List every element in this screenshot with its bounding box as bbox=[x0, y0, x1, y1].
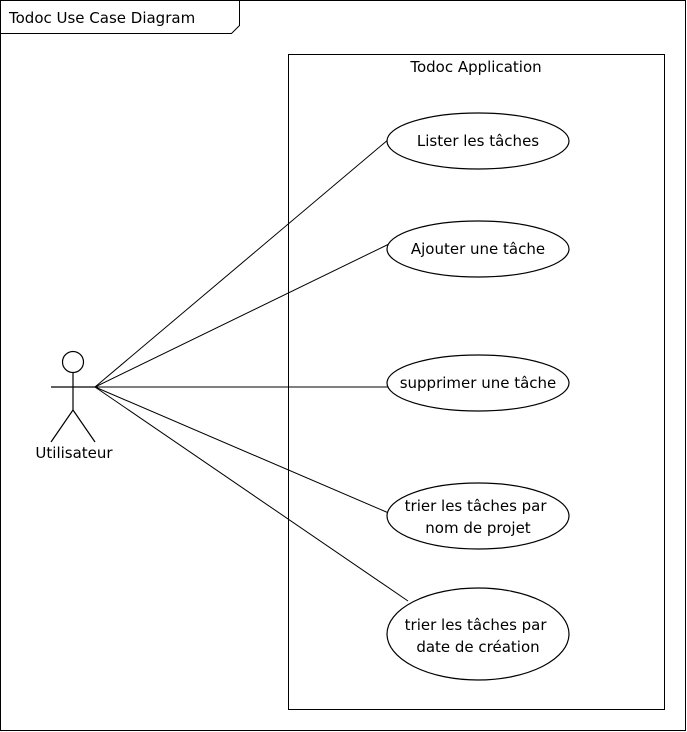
actor-left-leg bbox=[50, 409, 74, 443]
actor-right-leg bbox=[72, 409, 96, 443]
use-case-supprimer: supprimer une tâche bbox=[386, 354, 570, 412]
use-case-ellipse bbox=[386, 482, 570, 550]
use-case-trier-projet: trier les tâches par nom de projet bbox=[386, 482, 570, 550]
system-title: Todoc Application bbox=[409, 58, 541, 76]
use-case-trier-date: trier les tâches par date de création bbox=[386, 587, 570, 681]
use-case-label-line: nom de projet bbox=[425, 519, 531, 537]
use-case-label: trier les tâches par nom de projet bbox=[405, 497, 552, 537]
use-case-label-line: supprimer une tâche bbox=[400, 374, 557, 392]
use-case-label: trier les tâches par date de création bbox=[405, 616, 552, 656]
use-case-label-line: Ajouter une tâche bbox=[411, 240, 545, 258]
actor-name: Utilisateur bbox=[35, 444, 113, 462]
use-case-label: Lister les tâches bbox=[417, 132, 539, 150]
use-case-ellipse bbox=[386, 112, 570, 170]
use-case-label-line: Lister les tâches bbox=[417, 132, 539, 150]
association-lister bbox=[94, 138, 390, 388]
system-boundary bbox=[288, 54, 665, 710]
association-ajouter bbox=[94, 243, 390, 388]
use-case-ellipse bbox=[386, 220, 570, 278]
use-case-label-line: trier les tâches par bbox=[405, 616, 548, 634]
use-case-ellipse bbox=[386, 587, 570, 681]
association-trier-projet bbox=[94, 386, 392, 515]
frame-title: Todoc Use Case Diagram bbox=[8, 9, 195, 27]
use-case-ajouter: Ajouter une tâche bbox=[386, 220, 570, 278]
use-case-label: Ajouter une tâche bbox=[411, 240, 545, 258]
use-case-label: supprimer une tâche bbox=[400, 374, 557, 392]
associations bbox=[94, 138, 409, 602]
actor-utilisateur bbox=[50, 350, 96, 443]
use-case-label-line: date de création bbox=[416, 638, 539, 656]
use-case-label-line: trier les tâches par bbox=[405, 497, 548, 515]
use-case-ellipse bbox=[386, 354, 570, 412]
association-trier-date bbox=[94, 386, 409, 602]
actor-head bbox=[61, 350, 85, 374]
use-case-lister: Lister les tâches bbox=[386, 112, 570, 170]
frame-title-tab bbox=[0, 0, 240, 34]
